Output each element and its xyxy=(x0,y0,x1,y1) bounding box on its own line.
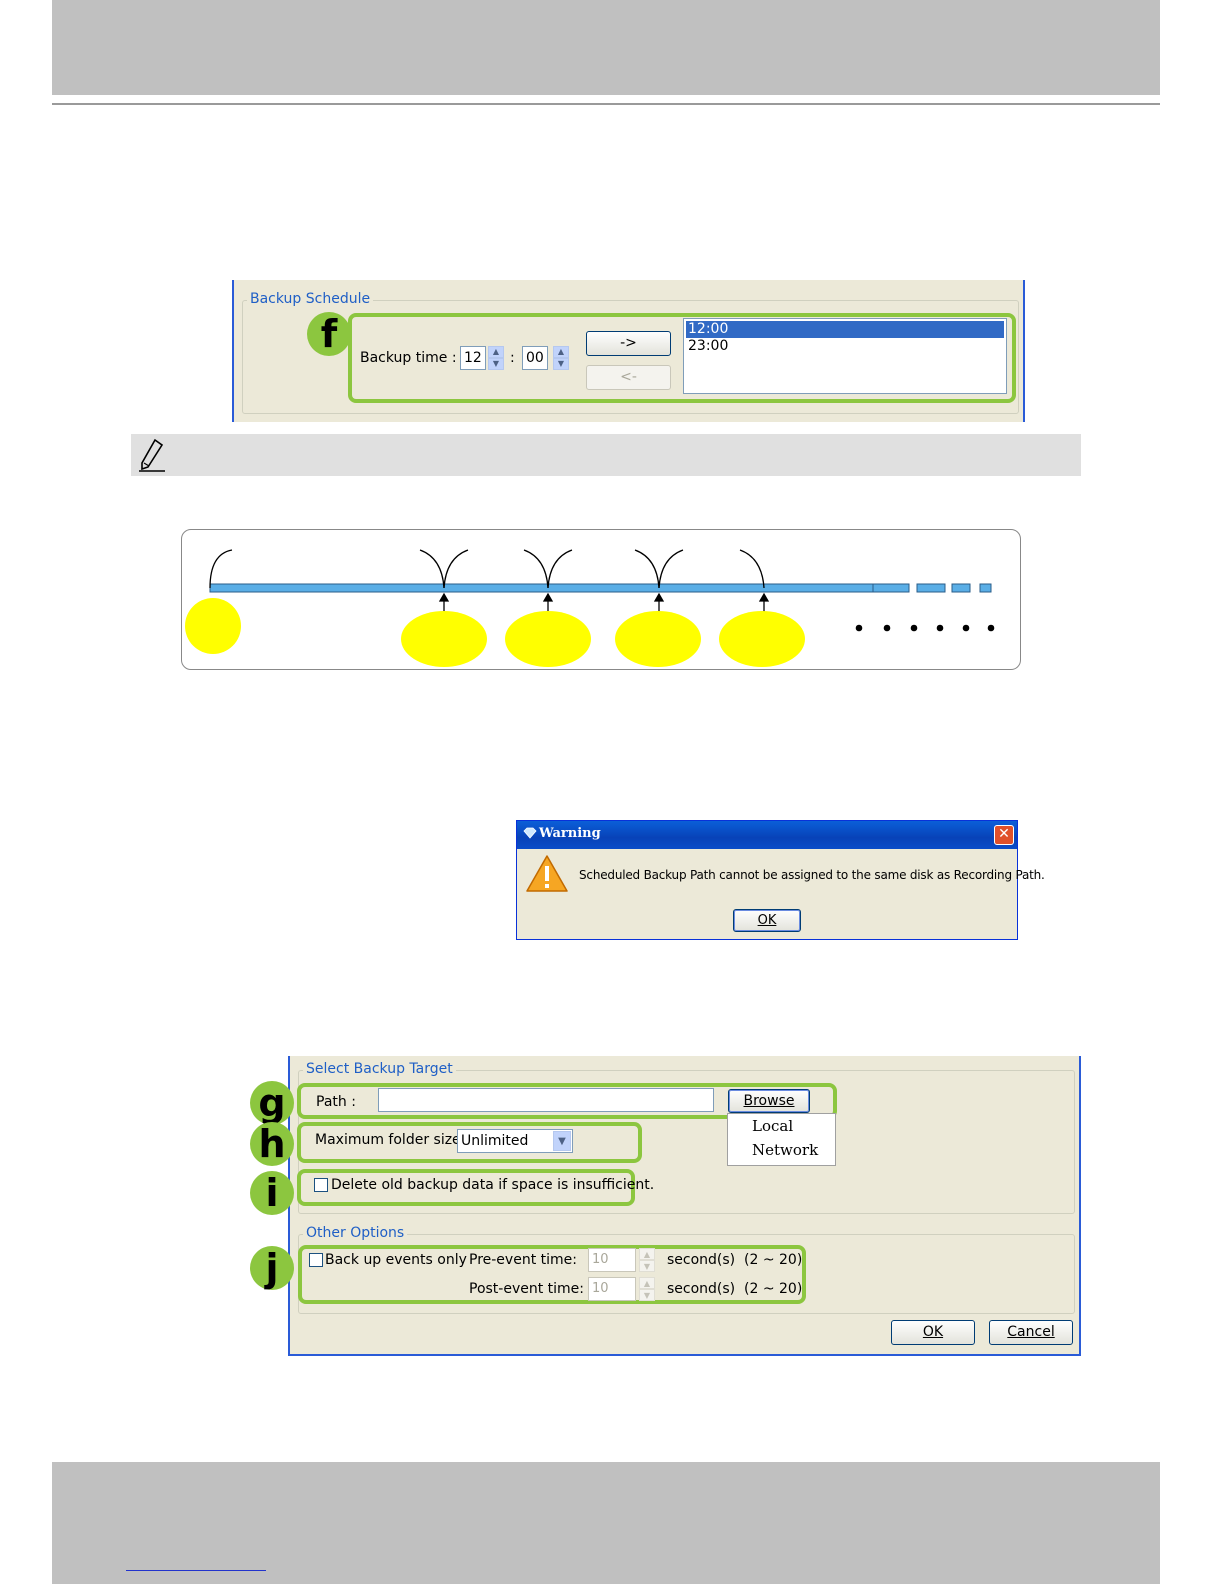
post-event-field[interactable]: 10 xyxy=(588,1277,636,1301)
backup-point-arrows xyxy=(438,592,770,622)
warning-dialog: Warning ✕ Scheduled Backup Path cannot b… xyxy=(516,820,1045,940)
header-rule xyxy=(52,103,1160,105)
minute-down-icon[interactable]: ▼ xyxy=(553,358,569,370)
continuation-dots xyxy=(855,624,995,632)
header-band xyxy=(52,0,1160,95)
post-event-unit: second(s) xyxy=(667,1281,736,1297)
events-only-highlight xyxy=(298,1245,806,1304)
backup-target-legend: Select Backup Target xyxy=(303,1061,456,1077)
max-size-value: Unlimited xyxy=(461,1133,529,1149)
backup-time-label: Backup time : xyxy=(360,350,457,366)
other-options-legend: Other Options xyxy=(303,1225,408,1241)
app-diamond-icon xyxy=(523,827,537,839)
cancel-button[interactable]: Cancel xyxy=(989,1320,1073,1345)
minute-spinner[interactable]: ▲ ▼ xyxy=(553,346,569,370)
timeline-bar xyxy=(209,583,992,593)
browse-menu: Local Network xyxy=(727,1113,836,1166)
warning-title: Warning xyxy=(539,826,601,841)
callout-badge-i: i xyxy=(250,1171,294,1215)
delete-old-highlight xyxy=(297,1169,635,1206)
pre-event-down-icon[interactable]: ▼ xyxy=(639,1260,655,1272)
delete-old-label: Delete old backup data if space is insuf… xyxy=(331,1177,655,1193)
warning-message: Scheduled Backup Path cannot be assigned… xyxy=(579,868,1045,882)
menu-item-network[interactable]: Network xyxy=(752,1141,819,1159)
post-event-label: Post-event time: xyxy=(469,1281,585,1297)
footer-band xyxy=(52,1462,1160,1584)
pre-event-range: (2 ~ 20) xyxy=(744,1252,803,1268)
max-size-highlight xyxy=(297,1122,642,1163)
footer-link-underline[interactable] xyxy=(126,1570,266,1571)
callout-badge-g: g xyxy=(250,1081,294,1125)
post-event-down-icon[interactable]: ▼ xyxy=(639,1289,655,1301)
path-input[interactable] xyxy=(378,1088,714,1112)
warning-title-bar: Warning ✕ xyxy=(517,821,1017,849)
segment-start-arc xyxy=(209,549,233,589)
max-size-label: Maximum folder size: xyxy=(315,1132,466,1148)
segment-boundary-arcs xyxy=(419,549,765,589)
browse-label: Browse xyxy=(743,1093,795,1109)
path-highlight xyxy=(297,1083,837,1119)
hour-field[interactable]: 12 xyxy=(460,346,486,370)
warning-ok-button[interactable]: OK xyxy=(733,909,801,932)
post-event-spinner[interactable]: ▲ ▼ xyxy=(639,1277,655,1301)
close-icon[interactable]: ✕ xyxy=(994,825,1014,845)
backup-target-panel: Select Backup Target g Path : Browse Loc… xyxy=(250,1056,1081,1356)
ok-label: OK xyxy=(922,1324,944,1340)
callout-badge-h: h xyxy=(250,1122,294,1166)
warning-triangle-icon xyxy=(526,855,568,892)
pre-event-unit: second(s) xyxy=(667,1252,736,1268)
backup-schedule-legend: Backup Schedule xyxy=(247,291,374,307)
hour-up-icon[interactable]: ▲ xyxy=(488,346,504,358)
events-only-label: Back up events only xyxy=(325,1252,467,1268)
list-item[interactable]: 23:00 xyxy=(688,338,729,354)
remove-time-button[interactable]: <- xyxy=(586,365,671,390)
cancel-label: Cancel xyxy=(1007,1324,1055,1340)
note-bar xyxy=(131,434,1081,476)
pre-event-up-icon[interactable]: ▲ xyxy=(639,1248,655,1260)
delete-old-checkbox[interactable] xyxy=(314,1178,328,1192)
minute-field[interactable]: 00 xyxy=(522,346,548,370)
backup-schedule-groupbox xyxy=(242,300,1019,414)
browse-button[interactable]: Browse xyxy=(728,1089,810,1113)
backup-times-list[interactable]: 12:00 23:00 xyxy=(683,318,1007,394)
backup-time-highlight xyxy=(348,313,1016,403)
list-item[interactable]: 12:00 xyxy=(686,321,1004,338)
pre-event-label: Pre-event time: xyxy=(469,1252,577,1268)
hour-spinner[interactable]: ▲ ▼ xyxy=(488,346,504,370)
pre-event-spinner[interactable]: ▲ ▼ xyxy=(639,1248,655,1272)
timeline-diagram xyxy=(181,529,1021,670)
time-separator: : xyxy=(510,350,515,366)
callout-badge-j: j xyxy=(250,1246,294,1290)
yellow-callouts xyxy=(185,598,805,667)
add-time-button[interactable]: -> xyxy=(586,331,671,356)
max-size-select[interactable]: Unlimited ▼ xyxy=(457,1129,573,1153)
menu-item-local[interactable]: Local xyxy=(752,1117,794,1135)
post-event-up-icon[interactable]: ▲ xyxy=(639,1277,655,1289)
chevron-down-icon[interactable]: ▼ xyxy=(553,1131,571,1151)
path-label: Path : xyxy=(316,1094,356,1110)
minute-up-icon[interactable]: ▲ xyxy=(553,346,569,358)
pencil-note-icon xyxy=(139,438,165,472)
pre-event-field[interactable]: 10 xyxy=(588,1248,636,1272)
callout-badge-f: f xyxy=(307,312,351,356)
post-event-range: (2 ~ 20) xyxy=(744,1281,803,1297)
timeline-graphic xyxy=(185,549,995,667)
warning-ok-label: OK xyxy=(757,913,777,928)
backup-schedule-panel: Backup Schedule f Backup time : 12 ▲ ▼ :… xyxy=(232,280,1025,422)
hour-down-icon[interactable]: ▼ xyxy=(488,358,504,370)
ok-button[interactable]: OK xyxy=(891,1320,975,1345)
events-only-checkbox[interactable] xyxy=(309,1253,323,1267)
